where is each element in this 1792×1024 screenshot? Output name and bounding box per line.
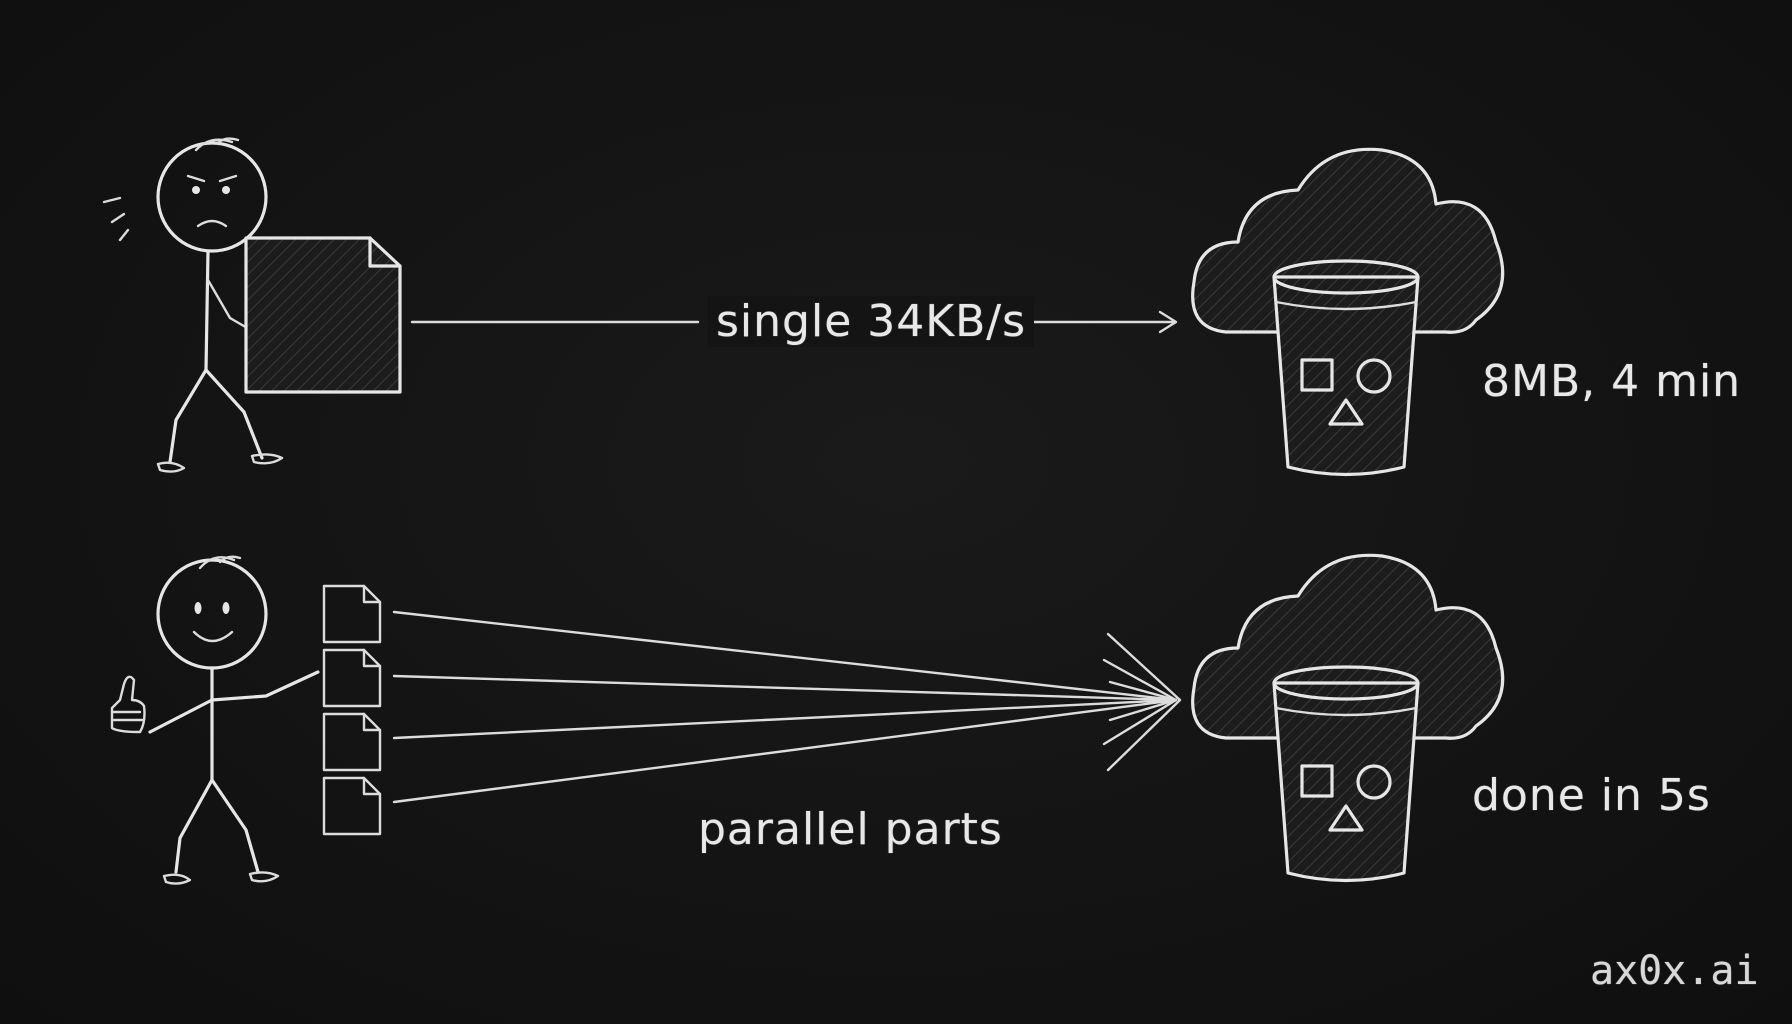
- parallel-upload-result-label: done in 5s: [1472, 770, 1711, 821]
- single-upload-arrow: [410, 310, 1178, 334]
- file-part-icon: [322, 712, 382, 772]
- worried-stick-figure-icon: [102, 137, 284, 473]
- file-part-icon: [322, 776, 382, 836]
- brand-watermark: ax0x.ai: [1590, 948, 1759, 994]
- single-upload-result-label: 8MB, 4 min: [1482, 356, 1742, 407]
- thumbs-up-icon: [110, 675, 146, 734]
- parallel-upload-arrows: [392, 610, 1182, 804]
- file-parts: [322, 584, 382, 836]
- file-part-icon: [322, 648, 382, 708]
- cloud-bucket-icon: [1191, 553, 1505, 883]
- file-part-icon: [322, 584, 382, 644]
- parallel-upload-label: parallel parts: [698, 804, 1003, 855]
- large-file-icon: [244, 236, 402, 394]
- single-upload-label: single 34KB/s: [708, 296, 1035, 347]
- cloud-bucket-icon: [1191, 147, 1505, 477]
- happy-stick-figure-icon: [148, 555, 320, 885]
